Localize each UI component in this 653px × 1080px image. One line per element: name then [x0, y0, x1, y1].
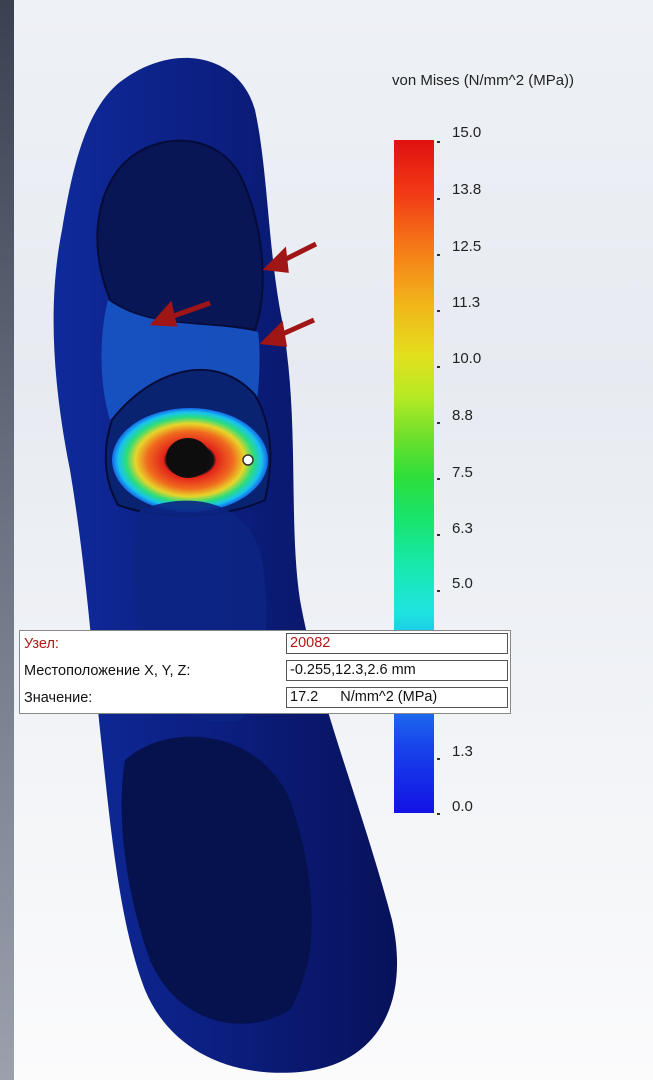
stress-unit: N/mm^2 (MPa)	[340, 689, 438, 705]
node-label: Узел:	[24, 636, 59, 652]
tick-label: 8.8	[452, 407, 473, 424]
tick-label: 1.3	[452, 743, 473, 760]
value-label: Значение:	[24, 690, 93, 706]
tick-mark	[437, 310, 440, 312]
load-arrow-icon	[262, 241, 318, 273]
probe-point-marker[interactable]	[242, 454, 254, 466]
load-arrow-icon	[259, 317, 316, 347]
tick-mark	[437, 478, 440, 480]
location-label: Местоположение X, Y, Z:	[24, 663, 191, 679]
tick-label: 15.0	[452, 124, 482, 141]
tick-label: 6.3	[452, 520, 473, 537]
tick-label: 0.0	[452, 798, 473, 815]
tick-mark	[437, 141, 440, 143]
tick-label: 5.0	[452, 575, 473, 592]
root-cavity	[121, 736, 312, 1024]
tick-mark	[437, 366, 440, 368]
probe-row-location: Местоположение X, Y, Z: -0.255,12.3,2.6 …	[20, 658, 510, 684]
stress-value: 17.2 N/mm^2 (MPa)	[286, 687, 508, 708]
tick-mark	[437, 590, 440, 592]
stress-number: 17.2	[290, 689, 319, 705]
tick-label: 11.3	[452, 294, 481, 311]
tick-mark	[437, 758, 440, 760]
upper-cavity	[96, 139, 264, 332]
pin-hole	[166, 438, 210, 478]
tick-label: 7.5	[452, 464, 473, 481]
legend-title: von Mises (N/mm^2 (MPa))	[392, 72, 575, 89]
node-value: 20082	[286, 633, 508, 654]
location-value: -0.255,12.3,2.6 mm	[286, 660, 508, 681]
tick-label: 13.8	[452, 181, 482, 198]
tick-mark	[437, 422, 440, 424]
tick-label: 12.5	[452, 238, 482, 255]
tick-mark	[437, 254, 440, 256]
probe-result-box: Узел: 20082 Местоположение X, Y, Z: -0.2…	[19, 630, 511, 714]
probe-row-value: Значение: 17.2 N/mm^2 (MPa)	[20, 685, 510, 711]
tick-mark	[437, 198, 440, 200]
tick-mark	[437, 813, 440, 815]
load-arrow-icon	[149, 300, 211, 327]
tick-label: 10.0	[452, 350, 482, 367]
tick-mark	[437, 534, 440, 536]
probe-row-node: Узел: 20082	[20, 631, 510, 657]
left-edge-strip	[0, 0, 14, 1080]
